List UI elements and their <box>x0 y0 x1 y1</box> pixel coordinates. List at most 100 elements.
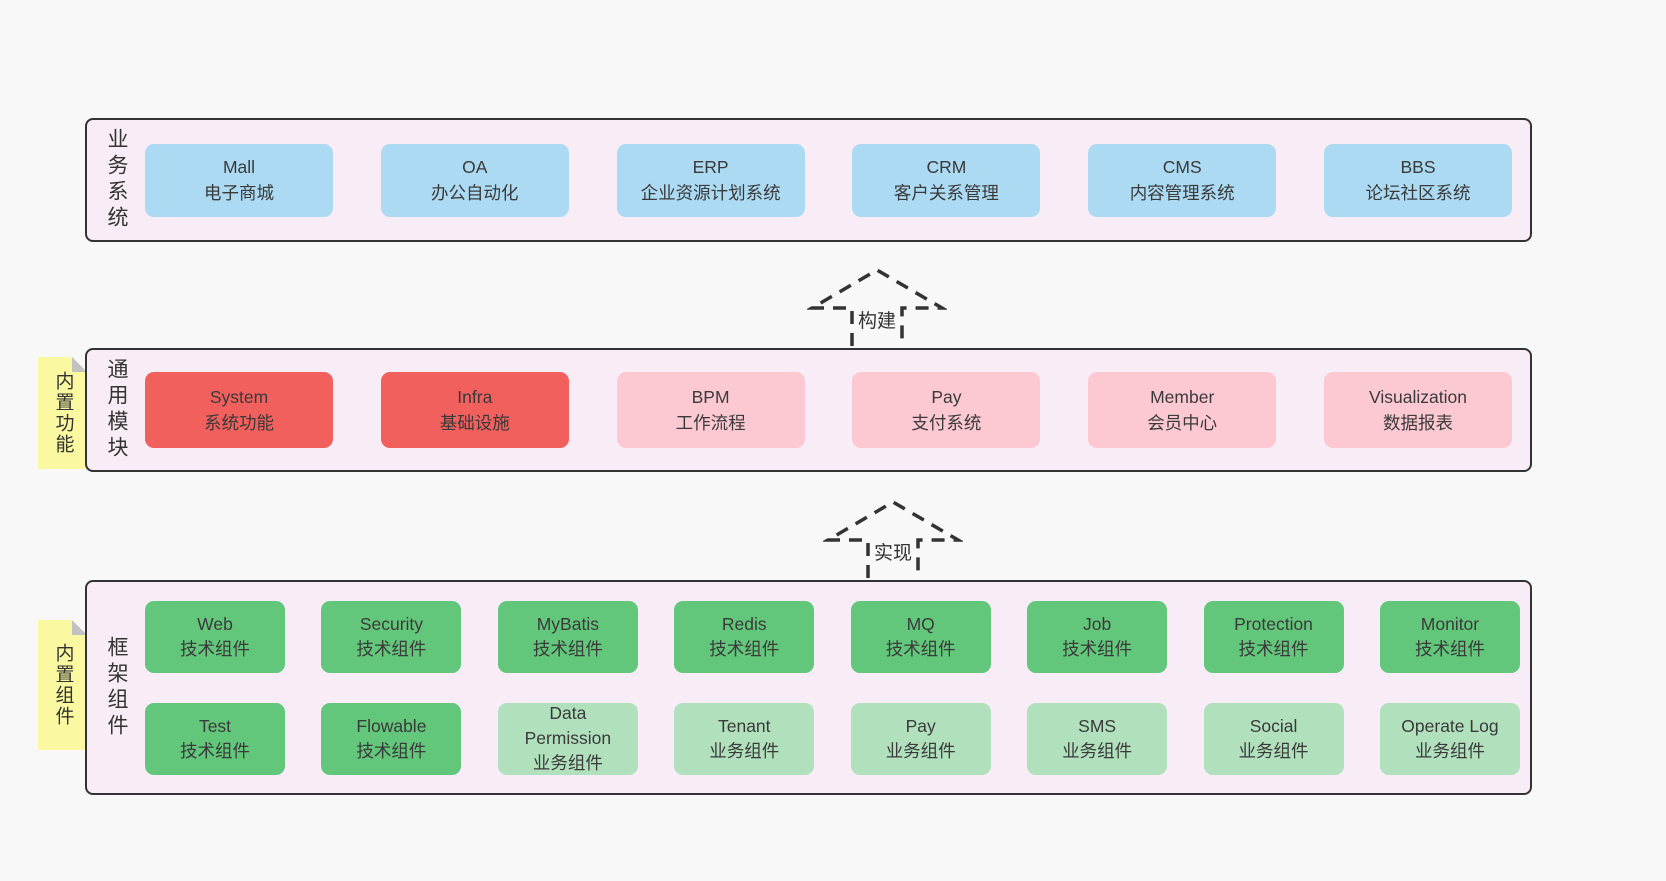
box-flowable: Flowable 技术组件 <box>321 702 462 775</box>
sticky-note-label: 内置组件 <box>52 643 74 727</box>
box-bbs: BBS 论坛社区系统 <box>1323 143 1512 217</box>
box-title: Redis <box>721 613 767 634</box>
box-web: Web 技术组件 <box>145 600 285 673</box>
box-subtitle: 技术组件 <box>180 638 250 659</box>
box-mall: Mall 电子商城 <box>145 143 333 217</box>
box-subtitle: 技术组件 <box>356 638 427 659</box>
up-arrow-icon <box>807 267 947 346</box>
box-title: Member <box>1150 387 1215 407</box>
box-title: Flowable <box>356 715 427 736</box>
box-title: MyBatis <box>536 613 599 634</box>
framework-row-2: Test 技术组件 Flowable 技术组件 Data Permission … <box>145 702 1520 775</box>
dashed-up-arrow-build: 构建 <box>807 266 947 346</box>
box-subtitle: 电子商城 <box>204 183 274 203</box>
box-title: Monitor <box>1420 613 1480 634</box>
arrow-label-build: 构建 <box>855 306 899 333</box>
framework-rows: Web 技术组件 Security 技术组件 MyBatis 技术组件 Redi… <box>133 600 1530 775</box>
box-job: Job 技术组件 <box>1027 600 1168 673</box>
box-subtitle: 支付系统 <box>911 413 982 433</box>
box-title: Data Permission <box>524 703 612 748</box>
box-subtitle: 技术组件 <box>1062 638 1133 659</box>
box-title: MQ <box>906 613 935 634</box>
section-label: 通用模块 <box>105 358 128 462</box>
box-subtitle: 系统功能 <box>204 413 274 433</box>
box-subtitle: 业务组件 <box>885 740 956 761</box>
box-title: CRM <box>926 157 967 177</box>
box-subtitle: 论坛社区系统 <box>1365 183 1471 203</box>
box-bpm: BPM 工作流程 <box>616 372 805 448</box>
box-subtitle: 技术组件 <box>885 638 956 659</box>
box-title: Test <box>198 715 232 736</box>
box-title: Security <box>359 613 424 634</box>
box-subtitle: 技术组件 <box>709 638 780 659</box>
section-business-systems: 业务系统 Mall 电子商城 OA 办公自动化 ERP 企业资源计划系统 CRM… <box>85 118 1532 242</box>
box-subtitle: 业务组件 <box>709 740 780 761</box>
box-data-permission: Data Permission 业务组件 <box>497 702 638 775</box>
box-subtitle: 客户关系管理 <box>893 183 999 203</box>
box-title: BBS <box>1400 157 1436 177</box>
box-subtitle: 技术组件 <box>180 740 250 761</box>
box-title: Job <box>1083 613 1112 634</box>
box-subtitle: 办公自动化 <box>431 183 519 203</box>
box-title: Web <box>197 613 233 634</box>
section-common-modules: 通用模块 System 系统功能 Infra 基础设施 BPM 工作流程 Pay… <box>85 348 1532 472</box>
box-title: Protection <box>1234 613 1313 634</box>
sticky-note-label: 内置功能 <box>52 371 74 455</box>
arrow-label-implement: 实现 <box>871 538 915 565</box>
box-subtitle: 基础设施 <box>439 413 510 433</box>
box-security: Security 技术组件 <box>321 600 462 673</box>
box-tenant: Tenant 业务组件 <box>674 702 815 775</box>
box-cms: CMS 内容管理系统 <box>1088 143 1277 217</box>
box-crm: CRM 客户关系管理 <box>852 143 1041 217</box>
box-title: System <box>209 387 269 407</box>
box-title: Pay <box>931 387 962 407</box>
common-boxes-row: System 系统功能 Infra 基础设施 BPM 工作流程 Pay 支付系统… <box>133 372 1530 448</box>
box-title: CMS <box>1162 157 1202 177</box>
box-sms: SMS 业务组件 <box>1027 702 1168 775</box>
box-redis: Redis 技术组件 <box>674 600 815 673</box>
box-title: Visualization <box>1369 387 1467 407</box>
box-title: Tenant <box>717 715 771 736</box>
box-title: Mall <box>222 157 256 177</box>
box-subtitle: 数据报表 <box>1382 413 1453 433</box>
box-title: Pay <box>905 715 936 736</box>
box-test: Test 技术组件 <box>145 702 285 775</box>
sticky-note-built-in-features: 内置功能 <box>38 357 87 469</box>
up-arrow-icon <box>823 499 963 578</box>
box-oa: OA 办公自动化 <box>380 143 569 217</box>
box-subtitle: 技术组件 <box>532 638 603 659</box>
box-pay-component: Pay 业务组件 <box>850 702 991 775</box>
box-subtitle: 业务组件 <box>1062 740 1133 761</box>
box-member: Member 会员中心 <box>1088 372 1277 448</box>
box-mybatis: MyBatis 技术组件 <box>497 600 638 673</box>
box-subtitle: 业务组件 <box>1238 740 1309 761</box>
section-framework-components: 框架组件 Web 技术组件 Security 技术组件 MyBatis 技术组件… <box>85 580 1532 795</box>
business-boxes-row: Mall 电子商城 OA 办公自动化 ERP 企业资源计划系统 CRM 客户关系… <box>133 143 1530 217</box>
box-subtitle: 技术组件 <box>356 740 427 761</box>
box-monitor: Monitor 技术组件 <box>1379 600 1520 673</box>
box-title: Social <box>1249 715 1298 736</box>
box-pay-module: Pay 支付系统 <box>852 372 1041 448</box>
box-subtitle: 业务组件 <box>532 753 603 773</box>
box-subtitle: 工作流程 <box>675 413 746 433</box>
box-infra: Infra 基础设施 <box>380 372 569 448</box>
box-title: OA <box>462 157 488 177</box>
box-erp: ERP 企业资源计划系统 <box>616 143 805 217</box>
sticky-note-built-in-components: 内置组件 <box>38 620 87 750</box>
box-operate-log: Operate Log 业务组件 <box>1379 702 1520 775</box>
box-subtitle: 内容管理系统 <box>1129 183 1235 203</box>
box-subtitle: 业务组件 <box>1414 740 1485 761</box>
box-protection: Protection 技术组件 <box>1203 600 1344 673</box>
section-label: 业务系统 <box>105 128 128 232</box>
framework-row-1: Web 技术组件 Security 技术组件 MyBatis 技术组件 Redi… <box>145 600 1520 673</box>
box-title: Operate Log <box>1401 715 1499 736</box>
box-subtitle: 技术组件 <box>1238 638 1309 659</box>
box-title: Infra <box>457 387 493 407</box>
box-title: SMS <box>1078 715 1117 736</box>
box-subtitle: 企业资源计划系统 <box>640 183 781 203</box>
box-subtitle: 会员中心 <box>1147 413 1218 433</box>
box-system: System 系统功能 <box>145 372 333 448</box>
box-social: Social 业务组件 <box>1203 702 1344 775</box>
section-label: 框架组件 <box>105 635 128 740</box>
